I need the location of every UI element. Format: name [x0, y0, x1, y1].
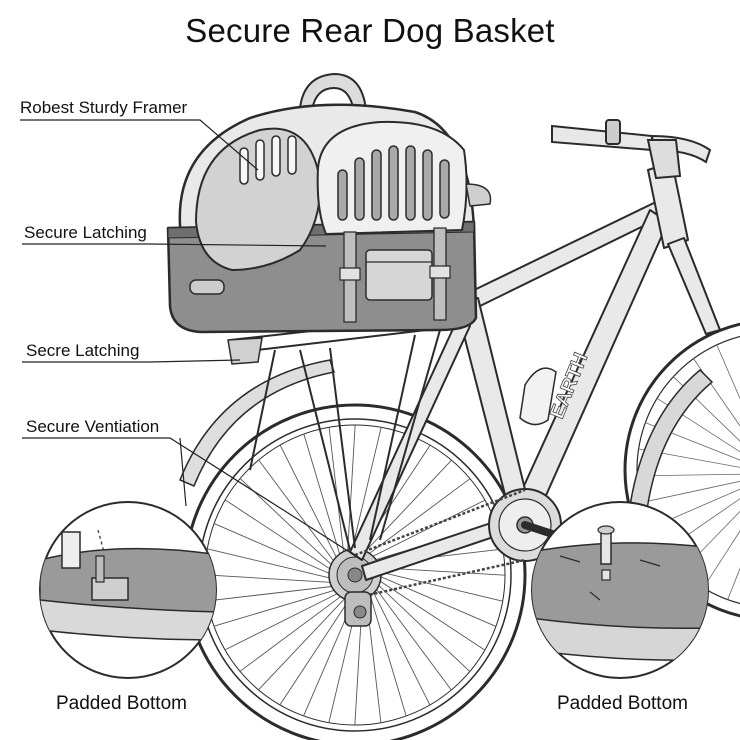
spoke — [640, 480, 740, 504]
spoke — [375, 582, 471, 672]
spoke — [716, 344, 740, 400]
spoke — [279, 596, 352, 706]
spoke — [258, 595, 348, 691]
spoke — [371, 588, 431, 706]
spoke — [239, 593, 345, 672]
spoke — [224, 591, 342, 651]
left-inset — [39, 501, 217, 679]
derailleur — [344, 591, 372, 627]
spoke — [207, 548, 334, 580]
spoke — [362, 459, 452, 555]
bike-frame — [349, 161, 721, 581]
spoke — [328, 427, 345, 556]
spoke — [376, 570, 503, 602]
spoke — [368, 591, 407, 717]
dog-carrier — [166, 73, 492, 334]
spoke — [702, 530, 740, 589]
spoke — [279, 444, 339, 562]
spoke — [347, 424, 356, 555]
callout-secre-latching: Secre Latching — [26, 341, 140, 360]
spoke — [207, 585, 336, 602]
chain — [354, 488, 526, 600]
callout-ventilation: Secure Ventiation — [26, 417, 160, 436]
callout-secure-latching: Secure Latching — [24, 223, 147, 242]
right-inset — [531, 501, 709, 679]
spoke — [637, 473, 740, 477]
diagram-title: Secure Rear Dog Basket — [185, 12, 555, 49]
front-vents — [337, 145, 450, 221]
bottle-cage — [519, 367, 557, 426]
spoke — [303, 433, 342, 559]
callout-sturdy-frame: Robest Sturdy Framer — [20, 98, 188, 117]
spoke — [239, 478, 335, 568]
callout-leaders — [20, 119, 363, 561]
front-fender — [627, 368, 714, 526]
spoke — [727, 567, 740, 600]
spoke — [204, 574, 335, 583]
spoke — [213, 588, 339, 627]
rear-light — [227, 337, 263, 365]
handlebar — [551, 119, 712, 180]
inset-label-left: Padded Bottom — [56, 693, 187, 714]
spoke — [373, 585, 452, 691]
spoke — [368, 499, 486, 559]
rear-fender — [179, 359, 335, 487]
spoke — [376, 574, 497, 627]
crankset — [488, 488, 623, 562]
inset-label-right: Padded Bottom — [557, 693, 688, 714]
spoke — [376, 578, 486, 651]
spoke — [213, 523, 334, 576]
side-vents — [239, 135, 297, 185]
spoke — [224, 499, 334, 572]
spoke — [350, 427, 382, 554]
spoke — [258, 459, 337, 565]
